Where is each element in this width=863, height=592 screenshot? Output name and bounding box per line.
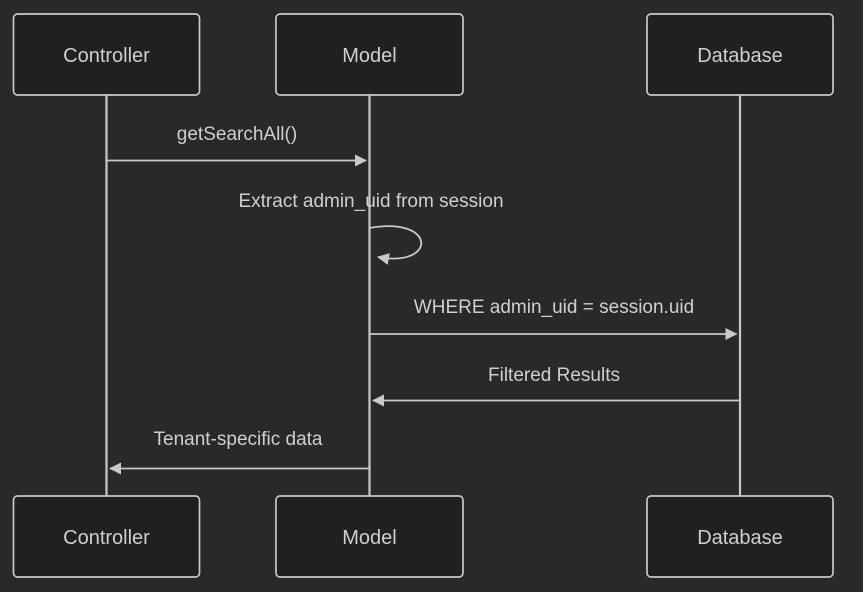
actor-label: Model: [342, 527, 396, 549]
actor-boxes-bottom: Controller Model Database: [12, 495, 834, 578]
message-where-clause: WHERE admin_uid = session.uid: [369, 297, 738, 340]
actor-top-database: Database: [646, 13, 834, 96]
actor-box: [646, 13, 834, 96]
actor-label: Model: [342, 45, 396, 67]
message-getsearchall: getSearchAll(): [106, 124, 367, 167]
actor-label: Controller: [63, 527, 150, 549]
actor-label: Database: [697, 45, 783, 67]
actor-top-controller: Controller: [12, 13, 201, 96]
messages: getSearchAll() Extract admin_uid from se…: [106, 124, 740, 475]
actor-box: [646, 495, 834, 578]
self-loop-arrow: [369, 225, 423, 265]
message-filtered-results: Filtered Results: [372, 365, 740, 407]
message-label: Filtered Results: [488, 365, 620, 386]
message-label: getSearchAll(): [177, 124, 297, 145]
actor-bottom-model: Model: [275, 495, 464, 578]
message-tenant-specific-data: Tenant-specific data: [109, 429, 370, 475]
actor-box: [275, 13, 464, 96]
actor-bottom-database: Database: [646, 495, 834, 578]
actor-top-model: Model: [275, 13, 464, 96]
actor-box: [12, 495, 201, 578]
actor-label: Database: [697, 527, 783, 549]
actor-label: Controller: [63, 45, 150, 67]
actor-box: [275, 495, 464, 578]
message-label: WHERE admin_uid = session.uid: [414, 297, 694, 318]
message-label: Extract admin_uid from session: [238, 191, 503, 212]
message-label: Tenant-specific data: [154, 429, 323, 450]
message-extract-admin-uid-self-loop: Extract admin_uid from session: [238, 191, 504, 265]
actor-box: [12, 13, 201, 96]
lifelines: [105, 95, 742, 496]
actor-bottom-controller: Controller: [12, 495, 201, 578]
actor-boxes-top: Controller Model Database: [12, 13, 834, 96]
